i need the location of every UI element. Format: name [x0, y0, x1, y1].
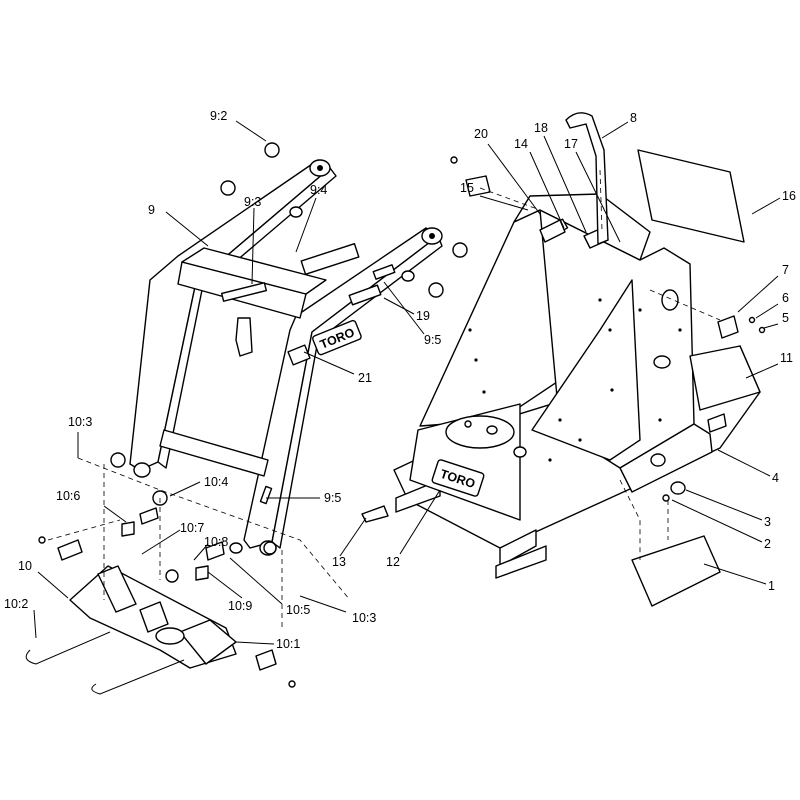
- callout-labels: 9:2 9 9:3 9:4 19 9:5 21 10:3 10:4 10:6 9…: [4, 109, 796, 651]
- callout-9-2: 9:2: [210, 109, 227, 123]
- bushings-9-2: [110, 142, 468, 555]
- callout-5: 5: [782, 311, 789, 325]
- callout-8: 8: [630, 111, 637, 125]
- alignment-lines-right: [479, 169, 721, 560]
- callout-10-8: 10:8: [204, 535, 228, 549]
- callout-10-5: 10:5: [286, 603, 310, 617]
- callout-10-4: 10:4: [204, 475, 228, 489]
- callout-19: 19: [416, 309, 430, 323]
- callout-10-3-top: 10:3: [68, 415, 92, 429]
- callout-10-7: 10:7: [180, 521, 204, 535]
- callout-2: 2: [764, 537, 771, 551]
- alignment-lines-left: [47, 457, 351, 630]
- callout-15: 15: [460, 181, 474, 195]
- decal-9-5-upper: [372, 264, 396, 280]
- callout-17: 17: [564, 137, 578, 151]
- callout-10-3-bottom: 10:3: [352, 611, 376, 625]
- callout-14: 14: [514, 137, 528, 151]
- decal-9-5-lower: [259, 485, 273, 505]
- decal-9-4: [300, 242, 360, 276]
- callout-9: 9: [148, 203, 155, 217]
- leader-lines: [33, 120, 781, 645]
- callout-4: 4: [772, 471, 779, 485]
- decal-16: [637, 149, 745, 243]
- callout-9-5-lower: 9:5: [324, 491, 341, 505]
- callout-3: 3: [764, 515, 771, 529]
- callout-18: 18: [534, 121, 548, 135]
- callout-9-3: 9:3: [244, 195, 261, 209]
- decal-9-3: [220, 282, 268, 302]
- callout-11: 11: [780, 351, 793, 365]
- callout-6: 6: [782, 291, 789, 305]
- callout-16: 16: [782, 189, 796, 203]
- callout-13: 13: [332, 555, 346, 569]
- callout-10-1: 10:1: [276, 637, 300, 651]
- shield-1: [631, 535, 721, 607]
- callout-7: 7: [782, 263, 789, 277]
- callout-10-6: 10:6: [56, 489, 80, 503]
- frame-hardware: [361, 149, 766, 607]
- callout-20: 20: [474, 127, 488, 141]
- callout-10-2: 10:2: [4, 597, 28, 611]
- callout-10-9: 10:9: [228, 599, 252, 613]
- callout-9-5-upper: 9:5: [424, 333, 441, 347]
- callout-21: 21: [358, 371, 372, 385]
- main-frame: TORO: [393, 112, 761, 579]
- quick-attach-plate: [25, 490, 296, 695]
- callout-12: 12: [386, 555, 400, 569]
- callout-1: 1: [768, 579, 775, 593]
- loader-arm-assembly: TORO: [129, 159, 443, 556]
- callout-9-4: 9:4: [310, 183, 327, 197]
- callout-10: 10: [18, 559, 32, 573]
- decal-19: [348, 284, 382, 306]
